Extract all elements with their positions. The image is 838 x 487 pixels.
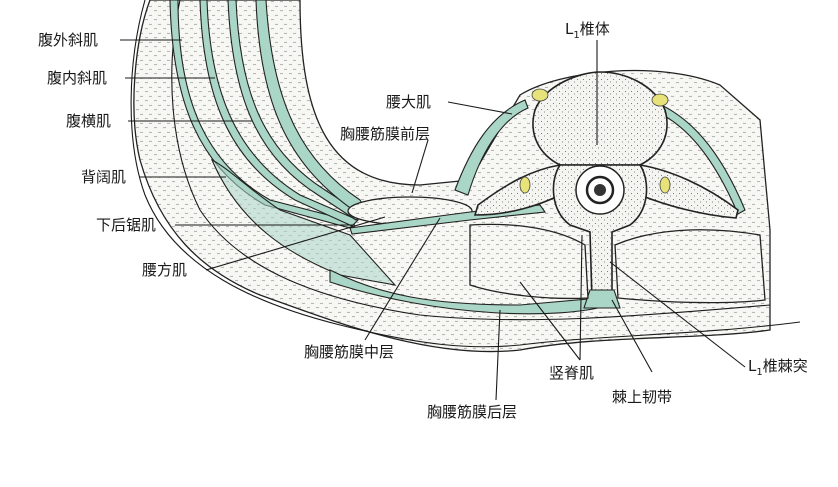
label-serratus-posterior-inferior: 下后锯肌 [96, 216, 157, 234]
label-vertebral-body: L1椎体 [565, 20, 610, 41]
transverse-process-left [473, 164, 561, 216]
psoas-fascia [454, 99, 529, 196]
label-transversus: 腹横肌 [66, 112, 112, 130]
vertebral-body-shape [532, 71, 668, 166]
leader-quadratus [205, 216, 386, 271]
fat-pad-1 [531, 88, 549, 102]
fat-pad-4 [659, 176, 671, 194]
leader-supraspinous [611, 299, 653, 373]
label-supraspinous-ligament: 棘上韧带 [612, 388, 673, 406]
leader-tlf-posterior [495, 309, 501, 401]
leader-erector [579, 234, 583, 361]
fat-pad-2 [651, 93, 669, 107]
label-psoas-major: 腰大肌 [386, 93, 432, 111]
label-internal-oblique: 腹内斜肌 [47, 69, 108, 87]
label-erector-spinae: 竖脊肌 [549, 364, 595, 382]
label-spinous-process: L1椎棘突 [748, 357, 808, 378]
leader-psoas [447, 101, 513, 115]
erector-spinae-left [469, 223, 589, 300]
label-tlf-posterior: 胸腰筋膜后层 [427, 403, 518, 421]
leader-spinous [609, 261, 746, 368]
leader-tlf-middle [364, 217, 441, 341]
leader-erector-2 [519, 281, 581, 361]
internal-oblique-band [199, 0, 359, 227]
leader-tlf-anterior [411, 139, 429, 194]
label-tlf-middle: 胸腰筋膜中层 [304, 343, 395, 361]
spinal-cord-core [594, 184, 606, 196]
label-external-oblique: 腹外斜肌 [38, 31, 99, 49]
label-quadratus-lumborum: 腰方肌 [142, 261, 188, 279]
skin-line [130, 0, 801, 348]
label-latissimus: 背阔肌 [81, 168, 127, 186]
erector-spinae-right [614, 229, 766, 304]
fat-pad-3 [519, 176, 531, 194]
label-tlf-anterior: 胸腰筋膜前层 [340, 125, 431, 143]
skin-line-dorsal [171, 0, 771, 321]
supraspinous-ligament-shape [583, 289, 621, 309]
